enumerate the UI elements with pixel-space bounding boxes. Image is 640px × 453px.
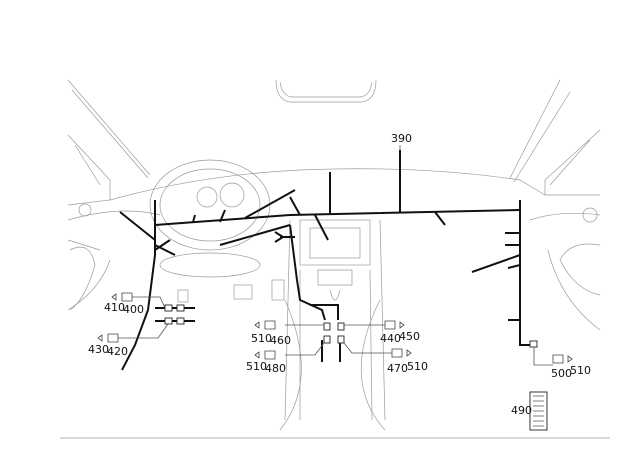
connector-460 — [323, 322, 331, 331]
plug-icons — [97, 292, 573, 364]
left-door-panel — [69, 246, 96, 311]
plug-icon-410-400 — [111, 292, 133, 302]
rear-view-mirror — [275, 79, 377, 103]
label-470: 470 — [387, 362, 408, 375]
label-490: 490 — [511, 404, 532, 417]
leader-lines — [118, 145, 553, 366]
label-410: 410 — [104, 301, 125, 314]
center-display — [299, 219, 371, 266]
plug-icon-430-420 — [97, 333, 119, 343]
connector-400 — [164, 304, 173, 312]
label-400: 400 — [123, 303, 144, 316]
label-420: 420 — [107, 345, 128, 358]
right-door-panel — [559, 243, 601, 296]
label-510-d: 510 — [570, 364, 591, 377]
connector-440 — [337, 322, 345, 331]
label-460: 460 — [270, 334, 291, 347]
plug-icon-470-510 — [391, 348, 412, 358]
label-510-a: 510 — [251, 332, 272, 345]
label-510-c: 510 — [407, 360, 428, 373]
tachometer — [219, 182, 245, 208]
label-450: 450 — [399, 330, 420, 343]
label-390: 390 — [391, 132, 412, 145]
label-480: 480 — [265, 362, 286, 375]
speedometer — [196, 186, 218, 208]
main-harness — [119, 150, 532, 371]
connectors — [164, 304, 548, 431]
connector-470 — [337, 335, 345, 344]
connector-500 — [529, 340, 538, 348]
label-440: 440 — [380, 332, 401, 345]
plug-icon-510-480 — [254, 350, 276, 360]
connector-420 — [164, 317, 173, 325]
brake-pedal — [233, 284, 253, 300]
plug-icon-440-450 — [384, 320, 405, 330]
label-500: 500 — [551, 367, 572, 380]
callout-labels: 390 410 400 430 420 510 460 440 450 510 … — [88, 132, 591, 417]
connector-480 — [323, 335, 331, 344]
accelerator-pedal — [271, 279, 285, 301]
clutch-pedal — [177, 289, 189, 303]
label-510-b: 510 — [246, 360, 267, 373]
plug-icon-510-460 — [254, 320, 276, 330]
plug-icon-500-510 — [552, 354, 573, 364]
label-430: 430 — [88, 343, 109, 356]
